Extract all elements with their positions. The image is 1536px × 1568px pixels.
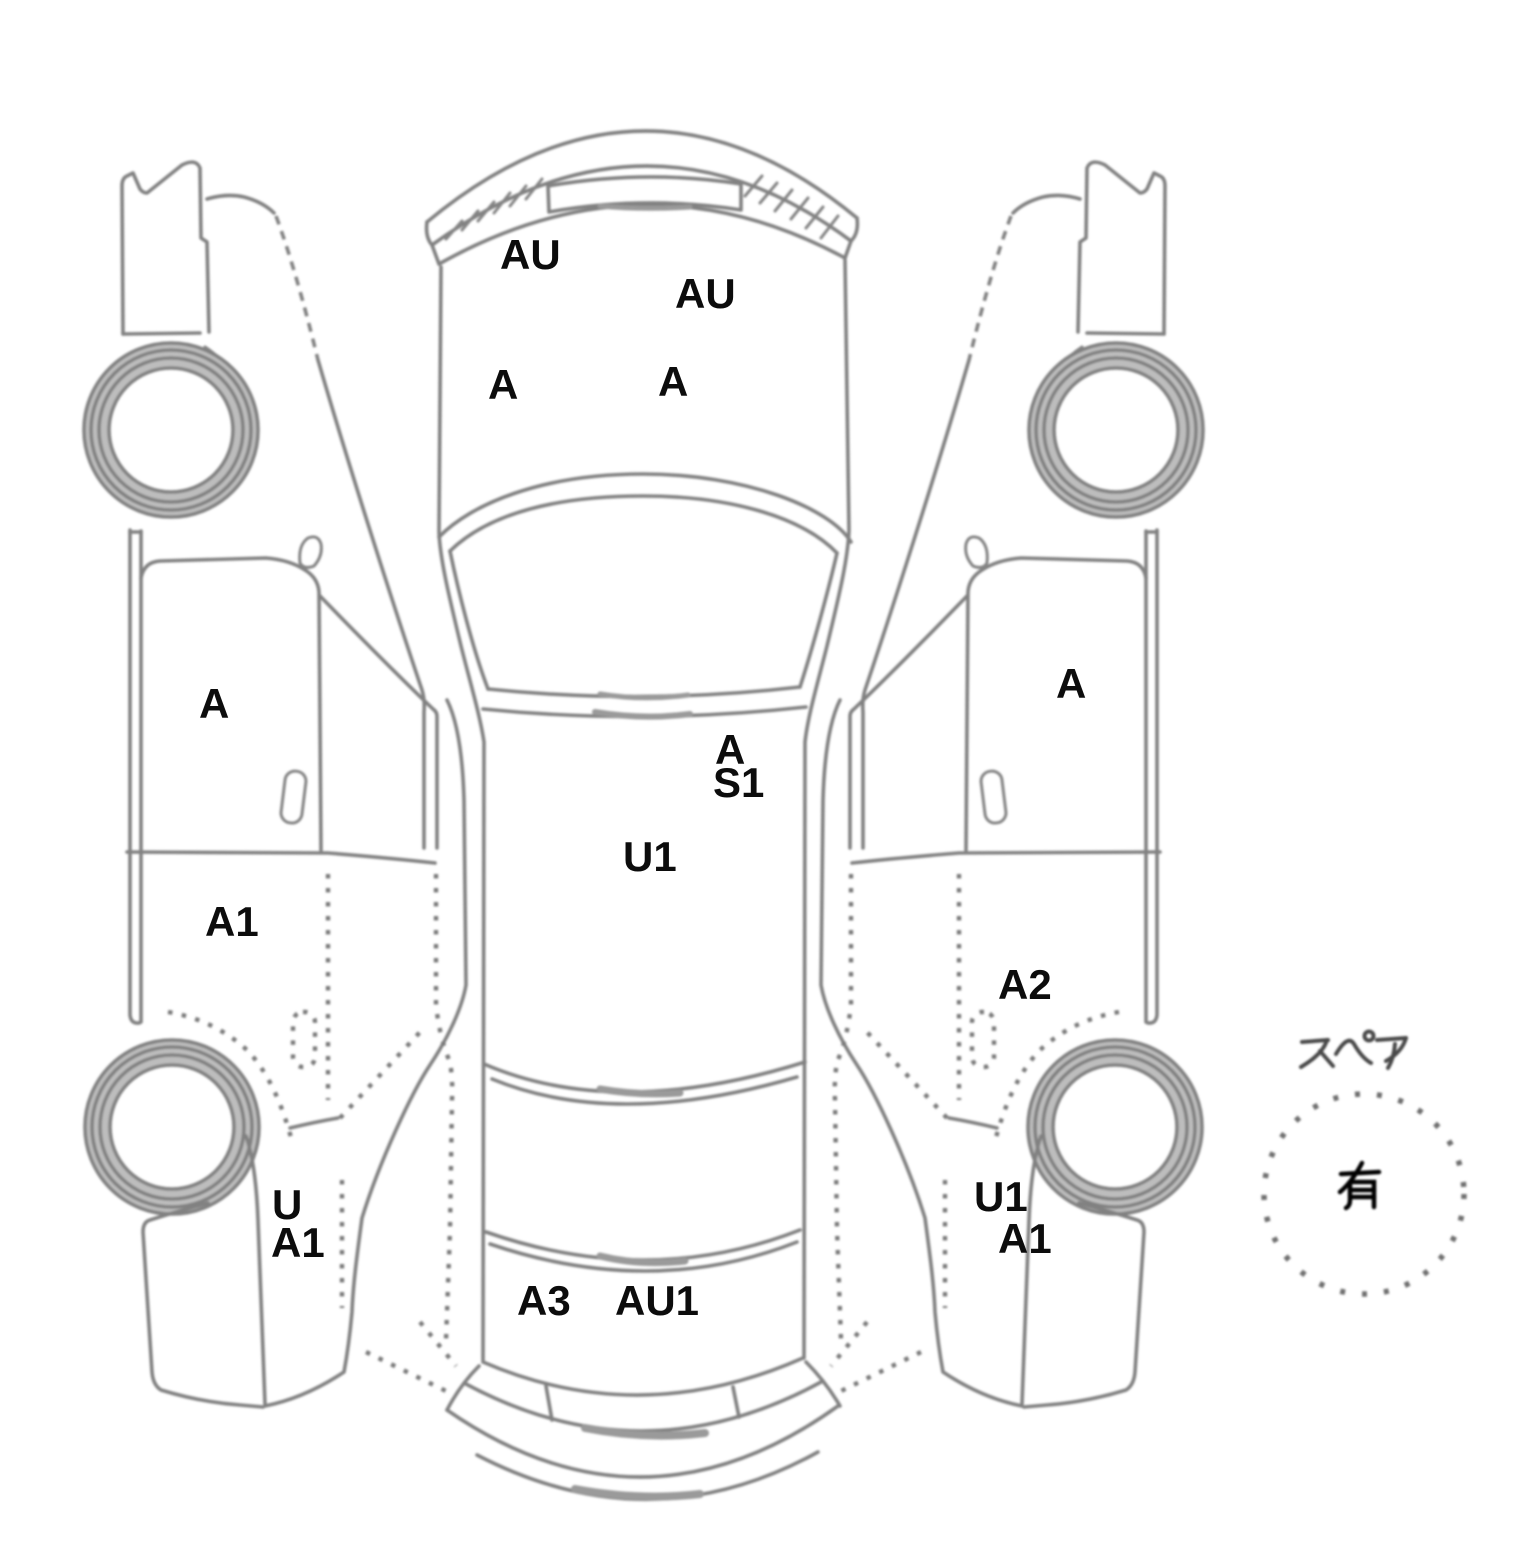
svg-text:A: A bbox=[1056, 660, 1086, 707]
svg-text:U1: U1 bbox=[974, 1173, 1028, 1220]
svg-text:A3: A3 bbox=[517, 1277, 571, 1324]
svg-text:AU1: AU1 bbox=[615, 1277, 699, 1324]
svg-text:A1: A1 bbox=[205, 898, 259, 945]
svg-text:U: U bbox=[272, 1181, 302, 1228]
svg-text:A: A bbox=[488, 361, 518, 408]
svg-text:A2: A2 bbox=[998, 961, 1052, 1008]
svg-text:U1: U1 bbox=[623, 833, 677, 880]
svg-text:S1: S1 bbox=[713, 759, 764, 806]
svg-text:A1: A1 bbox=[998, 1215, 1052, 1262]
svg-text:A: A bbox=[658, 358, 688, 405]
svg-text:AU: AU bbox=[500, 231, 561, 278]
svg-text:A: A bbox=[199, 680, 229, 727]
svg-text:AU: AU bbox=[675, 270, 736, 317]
svg-text:A1: A1 bbox=[271, 1219, 325, 1266]
svg-text:A: A bbox=[715, 726, 745, 773]
